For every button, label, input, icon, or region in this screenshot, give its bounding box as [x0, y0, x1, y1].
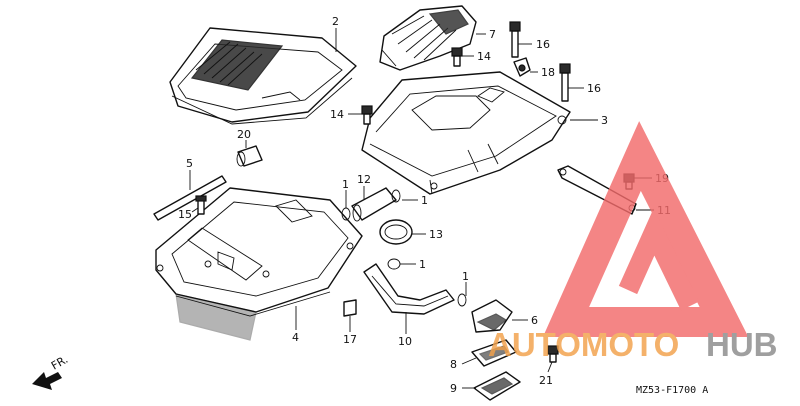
callout-16-lower: 16 — [587, 82, 601, 95]
bolt-14-lower — [361, 105, 373, 125]
callout-2: 2 — [332, 15, 339, 28]
long-bolt-16-upper — [509, 21, 521, 58]
clip-17 — [343, 299, 357, 317]
front-direction-label: FR. — [49, 353, 70, 373]
leader-lines — [189, 28, 654, 389]
watermark: AUTOMOTO HUB — [488, 121, 778, 363]
callout-12: 12 — [357, 173, 371, 186]
callout-9: 9 — [450, 382, 457, 395]
callout-8: 8 — [450, 358, 457, 371]
intake-duct — [379, 5, 477, 71]
callout-1-a: 1 — [342, 178, 349, 191]
watermark-brand-hub: HUB — [706, 326, 778, 363]
callout-labels: 2 7 14 16 18 16 3 14 20 5 15 1 12 1 13 1… — [178, 15, 671, 395]
watermark-logo-icon — [542, 121, 749, 337]
tube-12 — [351, 187, 397, 222]
callout-18: 18 — [541, 66, 555, 79]
small-tube — [236, 145, 263, 167]
plate-8 — [471, 339, 517, 367]
callout-7: 7 — [489, 28, 496, 41]
callout-17: 17 — [343, 333, 357, 346]
cover-9 — [473, 371, 521, 401]
air-cleaner-case — [361, 71, 571, 195]
callout-1-b: 1 — [421, 194, 428, 207]
bolt-14-upper — [451, 47, 463, 67]
callout-14-lower: 14 — [330, 108, 344, 121]
callout-6: 6 — [531, 314, 538, 327]
callout-13: 13 — [429, 228, 443, 241]
bolt-15 — [195, 195, 207, 215]
callout-1-c: 1 — [419, 258, 426, 271]
callout-4: 4 — [292, 331, 299, 344]
long-bolt-16-lower — [559, 63, 571, 102]
bolt-21 — [547, 345, 559, 363]
clip-18 — [513, 57, 531, 77]
callout-20: 20 — [237, 128, 251, 141]
clamp-1b — [391, 189, 401, 203]
air-cleaner-cover — [169, 27, 357, 125]
watermark-brand-automoto: AUTOMOTO — [488, 326, 679, 363]
front-direction-indicator: FR. — [32, 353, 70, 390]
drain-plug-6 — [471, 299, 513, 333]
callout-14-upper: 14 — [477, 50, 491, 63]
callout-15: 15 — [178, 208, 192, 221]
diagram-code: MZ53-F1700 A — [636, 385, 708, 396]
callout-5: 5 — [186, 157, 193, 170]
callout-10: 10 — [398, 335, 412, 348]
front-arrow-icon — [32, 372, 62, 390]
hose-10 — [363, 263, 455, 315]
callout-16-upper: 16 — [536, 38, 550, 51]
drain-rod — [153, 175, 227, 221]
clamp-1d — [457, 293, 467, 307]
ring-13 — [379, 219, 413, 245]
callout-21: 21 — [539, 374, 553, 387]
callout-3: 3 — [601, 114, 608, 127]
callout-1-d: 1 — [462, 270, 469, 283]
clamp-1c — [387, 258, 401, 270]
air-cleaner-housing — [155, 187, 363, 341]
